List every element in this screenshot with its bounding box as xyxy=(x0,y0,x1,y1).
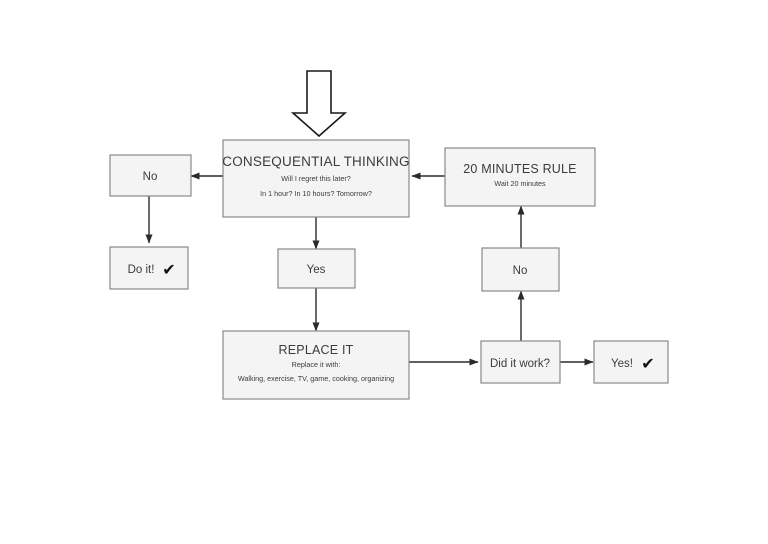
entry-block-arrow-icon xyxy=(290,70,348,138)
node-no-right[interactable]: No xyxy=(481,247,560,292)
node-replace-it[interactable]: REPLACE IT Replace it with: Walking, exe… xyxy=(222,330,410,400)
node-did-it-work[interactable]: Did it work? xyxy=(480,340,561,384)
node-do-it-label: Do it! xyxy=(128,264,155,276)
node-no-left-label: No xyxy=(143,171,158,183)
node-consequential-thinking[interactable]: CONSEQUENTIAL THINKING Will I regret thi… xyxy=(222,139,410,218)
node-no-right-label: No xyxy=(513,265,528,277)
node-twenty-minutes-rule-title: 20 MINUTES RULE xyxy=(463,162,576,176)
node-replace-it-sub1: Replace it with: xyxy=(292,360,341,369)
check-icon-do-it: ✔ xyxy=(162,260,175,279)
node-consequential-thinking-sub1: Will I regret this later? xyxy=(281,174,351,183)
node-consequential-thinking-title: CONSEQUENTIAL THINKING xyxy=(222,154,409,169)
node-did-it-work-label: Did it work? xyxy=(490,358,550,370)
node-yes-middle-label: Yes xyxy=(307,264,326,276)
node-yes-middle[interactable]: Yes xyxy=(277,248,356,289)
node-yes-end[interactable]: Yes! ✔ xyxy=(593,340,669,384)
node-consequential-thinking-sub2: In 1 hour? In 10 hours? Tomorrow? xyxy=(260,189,372,198)
node-twenty-minutes-rule-sub1: Wait 20 minutes xyxy=(494,179,546,188)
node-do-it[interactable]: Do it! ✔ xyxy=(109,246,189,290)
node-replace-it-sub2: Walking, exercise, TV, game, cooking, or… xyxy=(238,374,394,383)
node-twenty-minutes-rule[interactable]: 20 MINUTES RULE Wait 20 minutes xyxy=(444,147,596,207)
node-no-left[interactable]: No xyxy=(109,154,192,197)
check-icon-yes-end: ✔ xyxy=(641,354,654,373)
node-replace-it-title: REPLACE IT xyxy=(279,343,354,357)
node-yes-end-label: Yes! xyxy=(611,358,633,370)
